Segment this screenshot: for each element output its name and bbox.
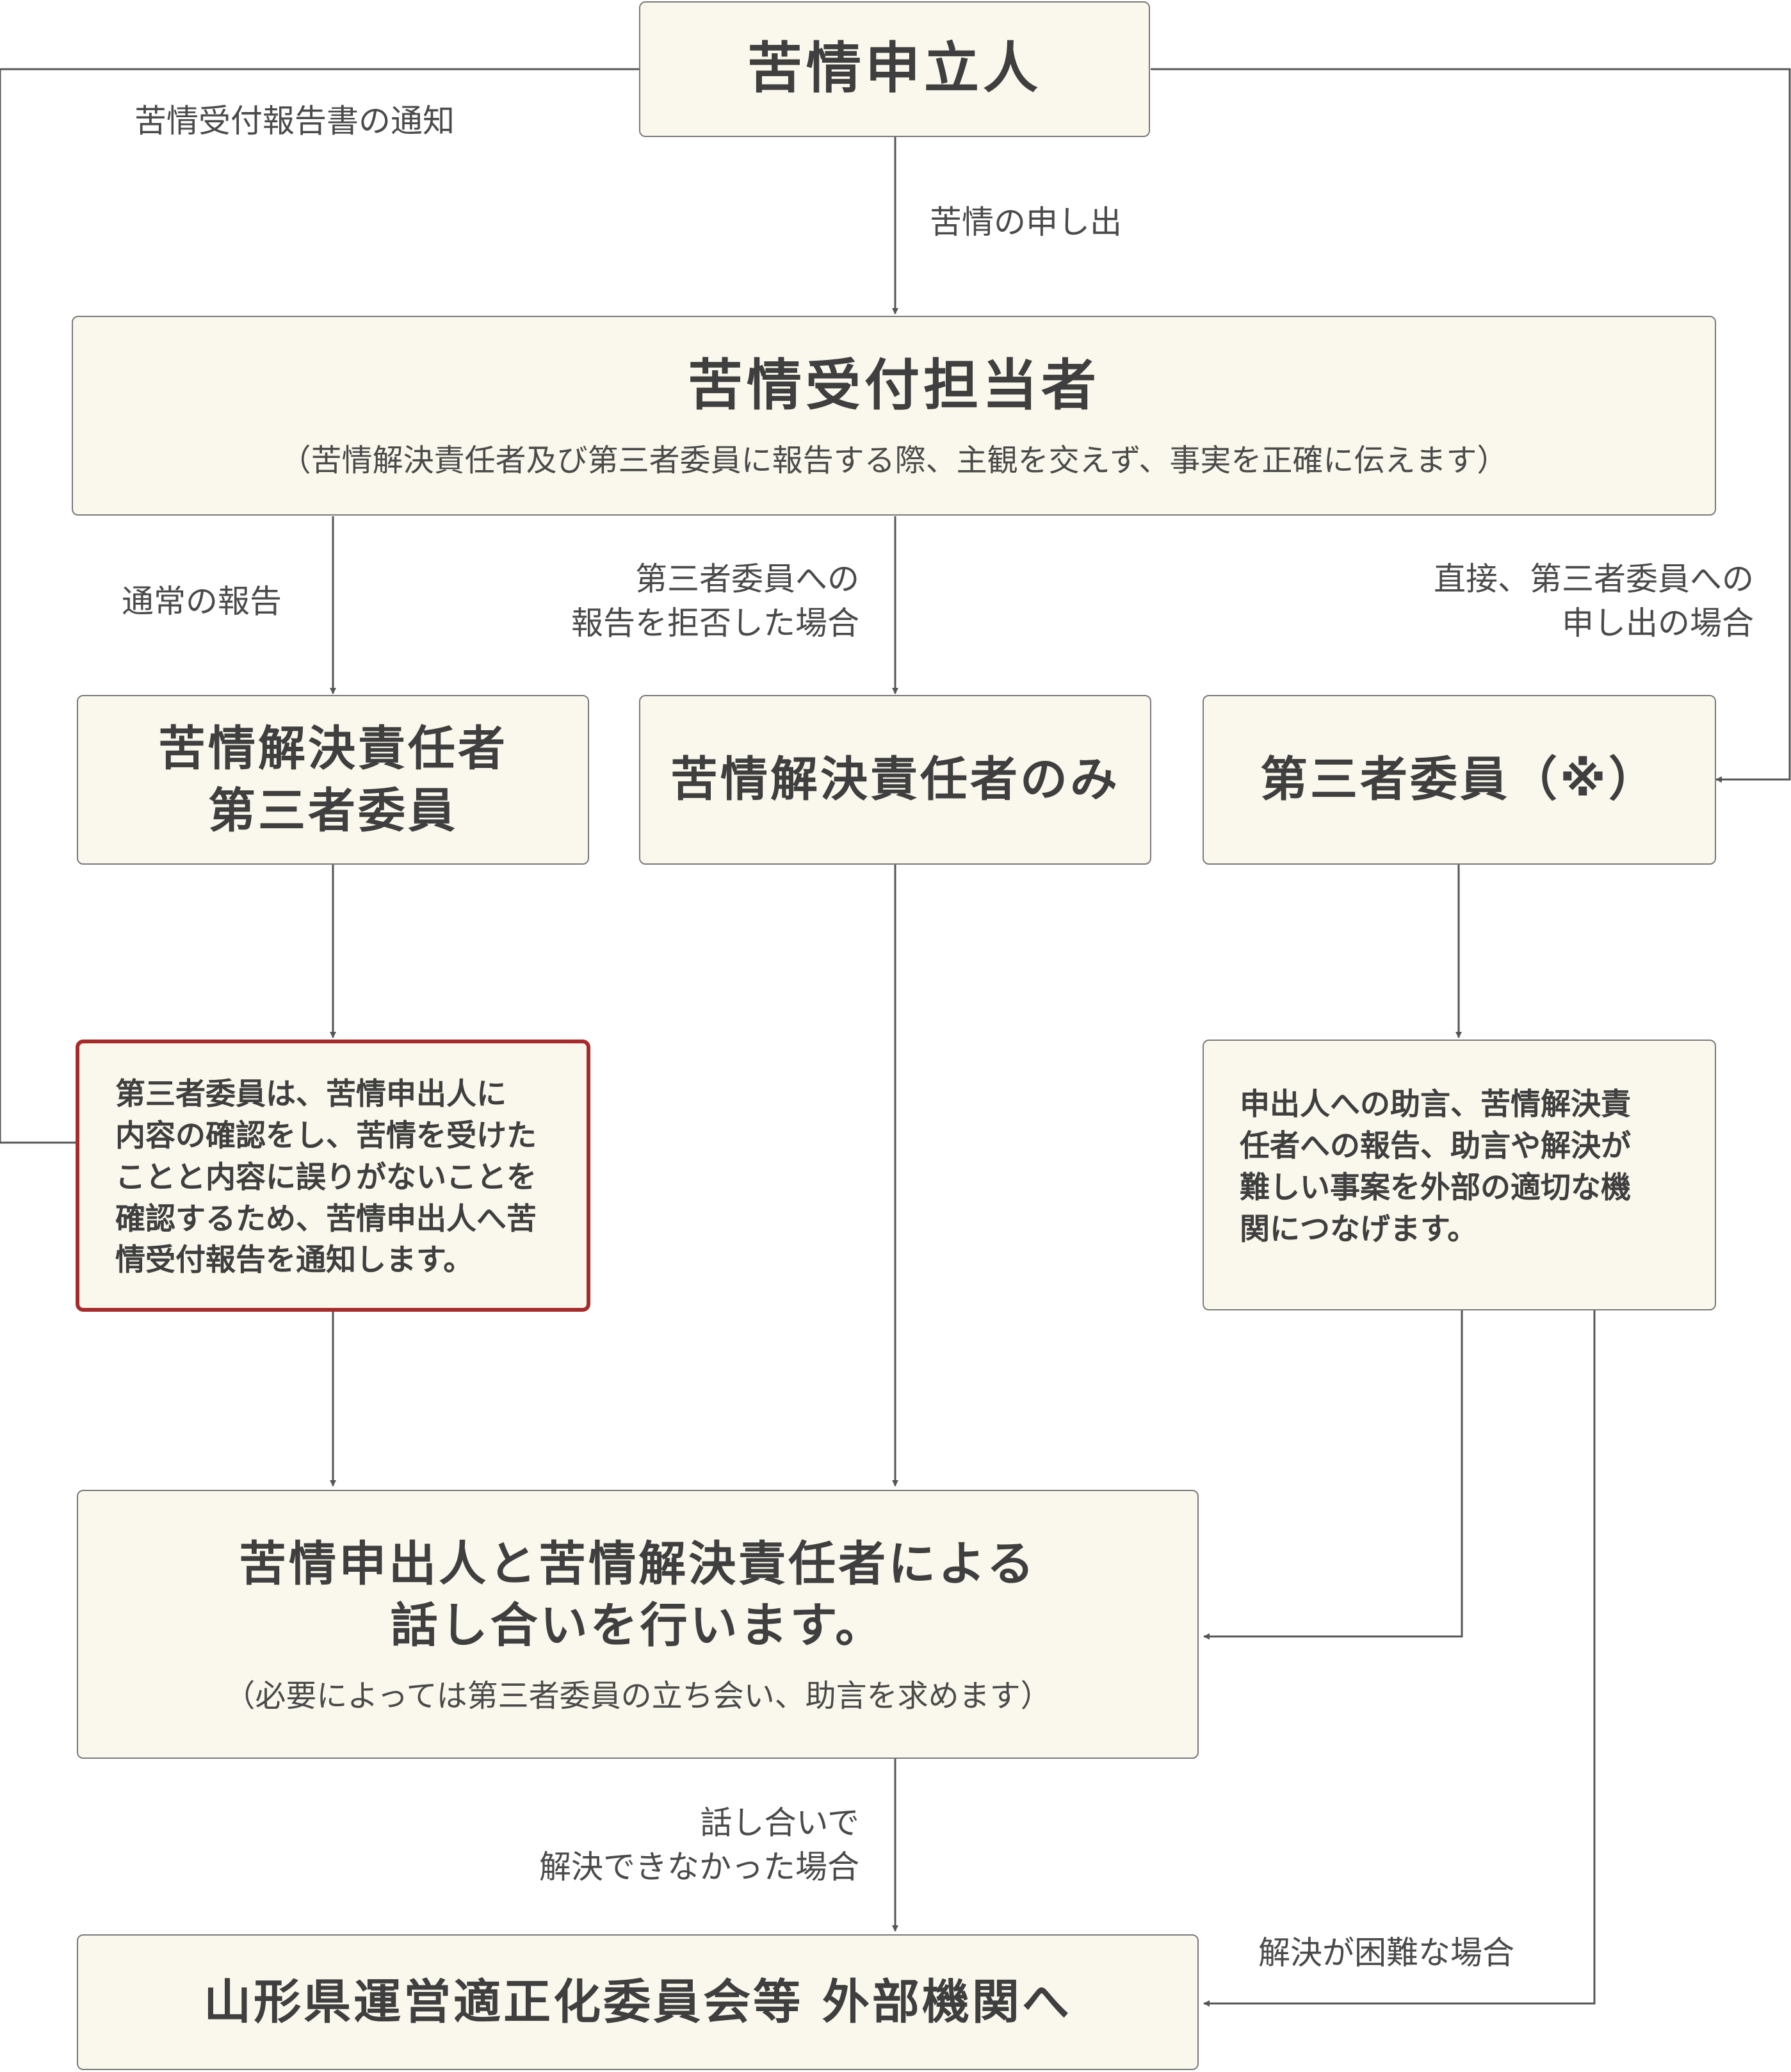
confirm-note-line: 内容の確認をし、苦情を受けた	[115, 1118, 537, 1154]
node-complainant-title: 苦情申立人	[747, 37, 1042, 101]
node-external-title: 山形県運営適正化委員会等 外部機関へ	[204, 1974, 1072, 2030]
node-discussion: 苦情申出人と苦情解決責任者による 話し合いを行います。 （必要によっては第三者委…	[77, 1490, 1199, 1759]
node-advice-note: 申出人への助言、苦情解決責 任者への報告、助言や解決が 難しい事案を外部の適切な…	[1203, 1040, 1716, 1310]
node-resp-and-third: 苦情解決責任者 第三者委員	[77, 695, 589, 865]
line-notify-loop	[0, 68, 640, 1144]
node-resp-only: 苦情解決責任者のみ	[639, 695, 1151, 865]
advice-note-line: 申出人への助言、苦情解決責	[1240, 1087, 1631, 1122]
node-third-only: 第三者委員（※）	[1203, 695, 1716, 865]
advice-note-line: 関につなげます。	[1240, 1211, 1478, 1247]
label-notify-report: 苦情受付報告書の通知	[134, 102, 455, 140]
node-external: 山形県運営適正化委員会等 外部機関へ	[77, 1934, 1199, 2070]
arrow-advice-to-discussion	[1203, 1310, 1463, 1640]
node-intake-subtitle: （苦情解決責任者及び第三者委員に報告する際、主観を交えず、事実を正確に伝えます）	[280, 442, 1508, 478]
advice-note-line: 難しい事案を外部の適切な機	[1240, 1170, 1631, 1205]
arrow-advice-to-external	[1203, 1310, 1596, 2007]
node-discussion-line1: 苦情申出人と苦情解決責任者による	[239, 1536, 1037, 1592]
node-discussion-subtitle: （必要によっては第三者委員の立ち会い、助言を求めます）	[224, 1678, 1051, 1715]
confirm-note-line: ことと内容に誤りがないことを	[115, 1159, 537, 1195]
label-refused-report: 第三者委員への 報告を拒否した場合	[571, 560, 859, 642]
node-complainant: 苦情申立人	[639, 1, 1150, 137]
arrow-direct-to-third	[1151, 68, 1791, 783]
confirm-note-line: 確認するため、苦情申出人へ苦	[115, 1201, 537, 1237]
node-resp-only-title: 苦情解決責任者のみ	[670, 752, 1120, 808]
node-resp-and-third-line1: 苦情解決責任者	[158, 721, 508, 777]
node-third-only-title: 第三者委員（※）	[1260, 752, 1658, 808]
label-unresolved: 話し合いで 解決できなかった場合	[539, 1804, 859, 1886]
node-intake-title: 苦情受付担当者	[688, 354, 1100, 418]
node-confirm-note: 第三者委員は、苦情申出人に 内容の確認をし、苦情を受けた ことと内容に誤りがない…	[76, 1040, 590, 1312]
node-resp-and-third-line2: 第三者委員	[208, 783, 458, 838]
label-normal-report: 通常の報告	[122, 583, 282, 620]
confirm-note-line: 第三者委員は、苦情申出人に	[115, 1077, 507, 1112]
label-difficult: 解決が困難な場合	[1258, 1934, 1514, 1971]
advice-note-line: 任者への報告、助言や解決が	[1240, 1128, 1631, 1164]
confirm-note-line: 情受付報告を通知します。	[115, 1243, 474, 1278]
label-complaint-filed: 苦情の申し出	[930, 204, 1122, 241]
node-intake: 苦情受付担当者 （苦情解決責任者及び第三者委員に報告する際、主観を交えず、事実を…	[72, 316, 1716, 516]
node-discussion-line2: 話し合いを行います。	[390, 1598, 886, 1653]
label-direct-to-third: 直接、第三者委員への 申し出の場合	[1434, 560, 1754, 642]
